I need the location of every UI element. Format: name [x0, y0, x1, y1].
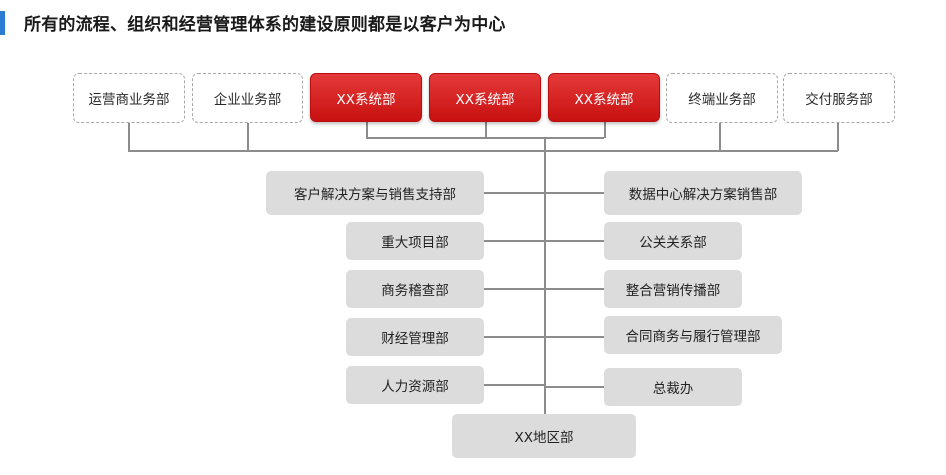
right-branch-4 — [545, 336, 605, 338]
drop-line-7 — [837, 123, 839, 151]
page-title: 所有的流程、组织和经营管理体系的建设原则都是以客户为中心 — [24, 15, 506, 35]
left-branch-3 — [484, 288, 545, 290]
left-unit-2: 重大项目部 — [346, 222, 484, 260]
right-unit-1: 数据中心解决方案销售部 — [604, 171, 802, 215]
right-unit-2: 公关关系部 — [604, 222, 742, 260]
drop-line-2 — [247, 123, 249, 151]
left-branch-5 — [484, 384, 545, 386]
drop-line-1 — [128, 123, 130, 151]
top-unit-6: 终端业务部 — [666, 73, 778, 123]
root-unit: XX地区部 — [452, 414, 636, 458]
drop-line-4 — [485, 122, 487, 138]
drop-line-6 — [719, 123, 721, 151]
top-unit-5: XX系统部 — [548, 73, 660, 122]
drop-line-3 — [366, 122, 368, 138]
left-unit-4: 财经管理部 — [346, 318, 484, 356]
right-unit-5: 总裁办 — [604, 368, 742, 406]
top-unit-4: XX系统部 — [429, 73, 541, 122]
center-trunk-line — [544, 137, 546, 415]
top-unit-2: 企业业务部 — [192, 73, 303, 123]
right-branch-5 — [545, 386, 605, 388]
title-accent-bar — [0, 11, 5, 35]
top-unit-7: 交付服务部 — [783, 73, 895, 123]
right-unit-4: 合同商务与履行管理部 — [604, 316, 782, 354]
right-branch-1 — [545, 192, 605, 194]
top-bus-line — [128, 150, 838, 152]
right-branch-3 — [545, 288, 605, 290]
top-unit-1: 运营商业务部 — [73, 73, 185, 123]
left-unit-5: 人力资源部 — [346, 366, 484, 404]
right-unit-3: 整合营销传播部 — [604, 270, 742, 308]
right-branch-2 — [545, 240, 605, 242]
top-unit-3: XX系统部 — [310, 73, 422, 122]
drop-line-5 — [604, 122, 606, 138]
left-unit-1: 客户解决方案与销售支持部 — [266, 171, 484, 215]
left-branch-2 — [484, 240, 545, 242]
left-branch-4 — [484, 336, 545, 338]
left-branch-1 — [484, 192, 545, 194]
left-unit-3: 商务稽查部 — [346, 270, 484, 308]
